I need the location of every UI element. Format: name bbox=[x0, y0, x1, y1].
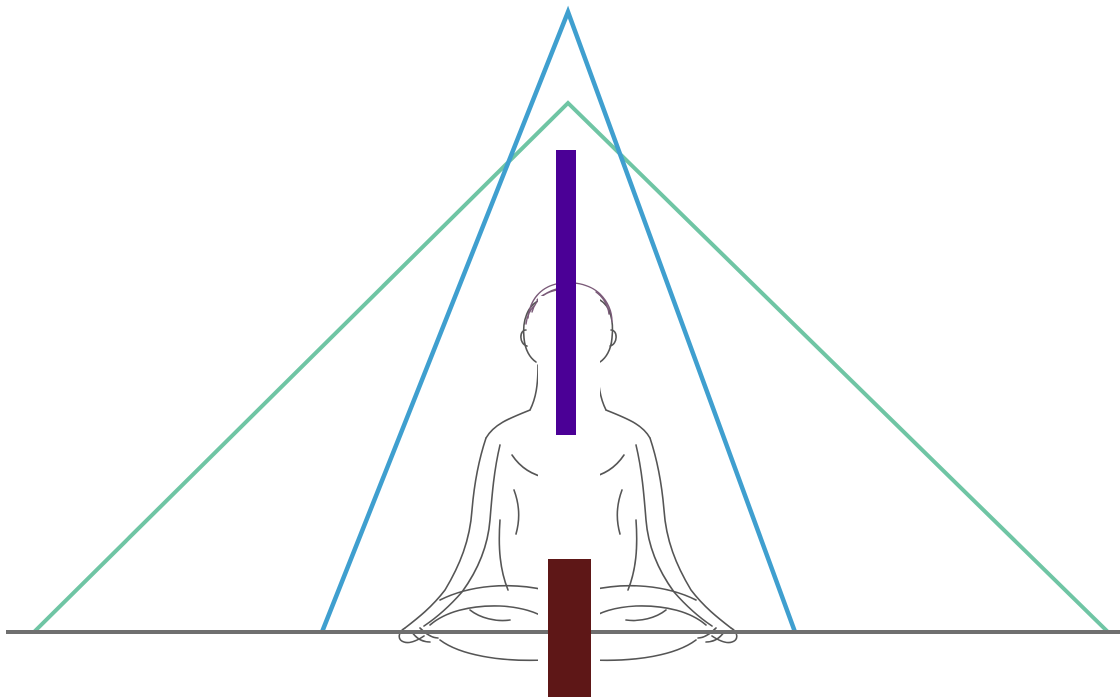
maroon-block bbox=[548, 559, 591, 697]
purple-bar bbox=[556, 150, 576, 435]
